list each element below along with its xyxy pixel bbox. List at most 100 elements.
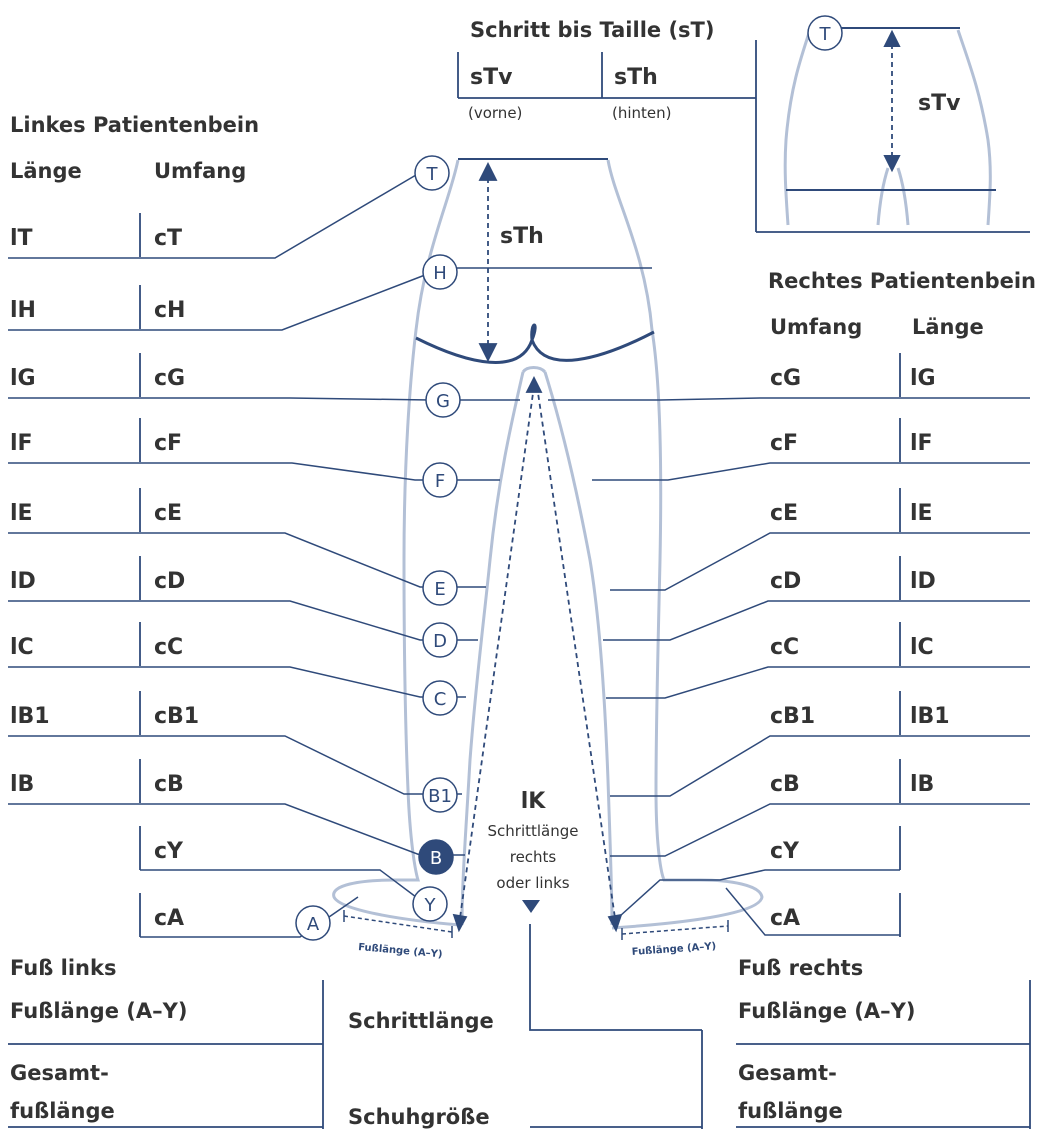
left-length-lG: lG [10,366,36,391]
connector-T [8,174,417,259]
right-leg-inner [543,371,614,926]
left-length-lF: lF [10,431,33,456]
right-length-lB: lB [910,772,934,797]
marker-G-circle [425,382,461,418]
left-leg-outline [332,159,461,927]
inseam-pointer [522,900,540,913]
foot-left-total2: fußlänge [10,1099,115,1123]
connector-C [8,666,466,698]
leg-silhouette [332,159,764,930]
foot-length-brackets [343,910,729,940]
right-length-lD: lD [910,569,936,594]
marker-T-circle [414,155,450,191]
marker-B1: B1 [428,786,452,807]
left-circ-cE: cE [154,501,182,526]
marker-C-circle [422,680,458,716]
left-length-lC: lC [10,635,34,660]
inset-marker-circle [807,15,843,51]
connector-D [8,600,478,641]
right-leg-outline [606,159,764,930]
left-length-lT: lT [10,226,33,251]
connector-rG [548,397,1030,401]
connector-E [8,532,486,588]
inset-measure-label: sTv [918,91,961,116]
foot-left-title: Fuß links [10,956,116,980]
marker-F: F [435,471,445,492]
right-length-header: Länge [912,315,984,339]
right-circ-cB1: cB1 [770,704,815,729]
right-length-lB1: lB1 [910,704,950,729]
right-length-lC: lC [910,635,934,660]
left-length-lE: lE [10,501,33,526]
left-circ-cG: cG [154,366,185,391]
right-length-lE: lE [910,501,933,526]
left-length-lB1: lB1 [10,704,50,729]
connector-H [8,274,426,331]
connector-rD [603,600,1030,641]
foot-right-total1: Gesamt- [738,1061,837,1085]
marker-Y: Y [424,895,437,916]
right-circ-header: Umfang [770,315,862,339]
right-circ-cD: cD [770,569,801,594]
foot-right-total2: fußlänge [738,1099,843,1123]
right-circ-cG: cG [770,366,801,391]
inseam-arrows [452,375,623,933]
left-circ-cT: cT [154,226,182,251]
bottom-inseam-label: Schrittlänge [348,1009,494,1033]
left-leg-title: Linkes Patientenbein [10,113,259,137]
sTh-code: sTh [614,65,658,90]
foot-length-right-label: Fußlänge (A–Y) [631,941,716,958]
marker-H: H [433,263,447,284]
foot-left-length: Fußlänge (A–Y) [10,999,187,1023]
right-circ-cA: cA [770,906,800,931]
sTh-label: sTh [500,224,544,249]
connector-G [8,397,520,401]
left-circ-cB1: cB1 [154,704,199,729]
right-circ-cE: cE [770,501,798,526]
left-circ-header: Umfang [154,159,246,183]
left-length-lH: lH [10,298,36,323]
left-circ-cA: cA [154,906,184,931]
left-circ-cF: cF [154,431,182,456]
foot-left-total1: Gesamt- [10,1061,109,1085]
marker-A: A [307,914,320,935]
right-length-lG: lG [910,366,936,391]
marker-E: E [434,579,445,600]
right-length-lF: lF [910,431,933,456]
foot-length-left-label: Fußlänge (A–Y) [358,942,443,960]
marker-T: T [426,164,439,185]
marker-D: D [433,631,447,652]
left-circ-cB: cB [154,772,184,797]
connector-rE [610,532,1030,591]
marker-B: B [430,848,442,869]
connector-rF [592,462,1030,481]
left-circ-cC: cC [154,635,183,660]
left-leg-inner [460,371,525,926]
connector-B [8,803,465,856]
connector-Y [140,869,421,901]
crotch-contour [521,366,547,374]
crotch-box [457,40,1030,233]
inseam-code: lK [521,789,547,814]
sTh-arrow [478,161,498,363]
marker-A-circle [295,905,331,941]
connector-rB1 [610,735,1030,797]
right-circ-cB: cB [770,772,800,797]
sTh-note: (hinten) [612,104,672,122]
sTv-note: (vorne) [468,104,522,122]
marker-H-circle [422,254,458,290]
left-circ-cY: cY [154,839,184,864]
right-connectors [548,397,1030,936]
foot-right-title: Fuß rechts [738,956,863,980]
connector-rY [619,869,900,917]
marker-B-circle [418,839,454,875]
inseam-line1: Schrittlänge [488,822,579,840]
connector-B1 [8,735,462,795]
connector-rB [610,803,1030,857]
inset-lines [786,27,996,191]
left-length-header: Länge [10,159,82,183]
right-circ-cF: cF [770,431,798,456]
crotch-title: Schritt bis Taille (sT) [470,18,714,42]
